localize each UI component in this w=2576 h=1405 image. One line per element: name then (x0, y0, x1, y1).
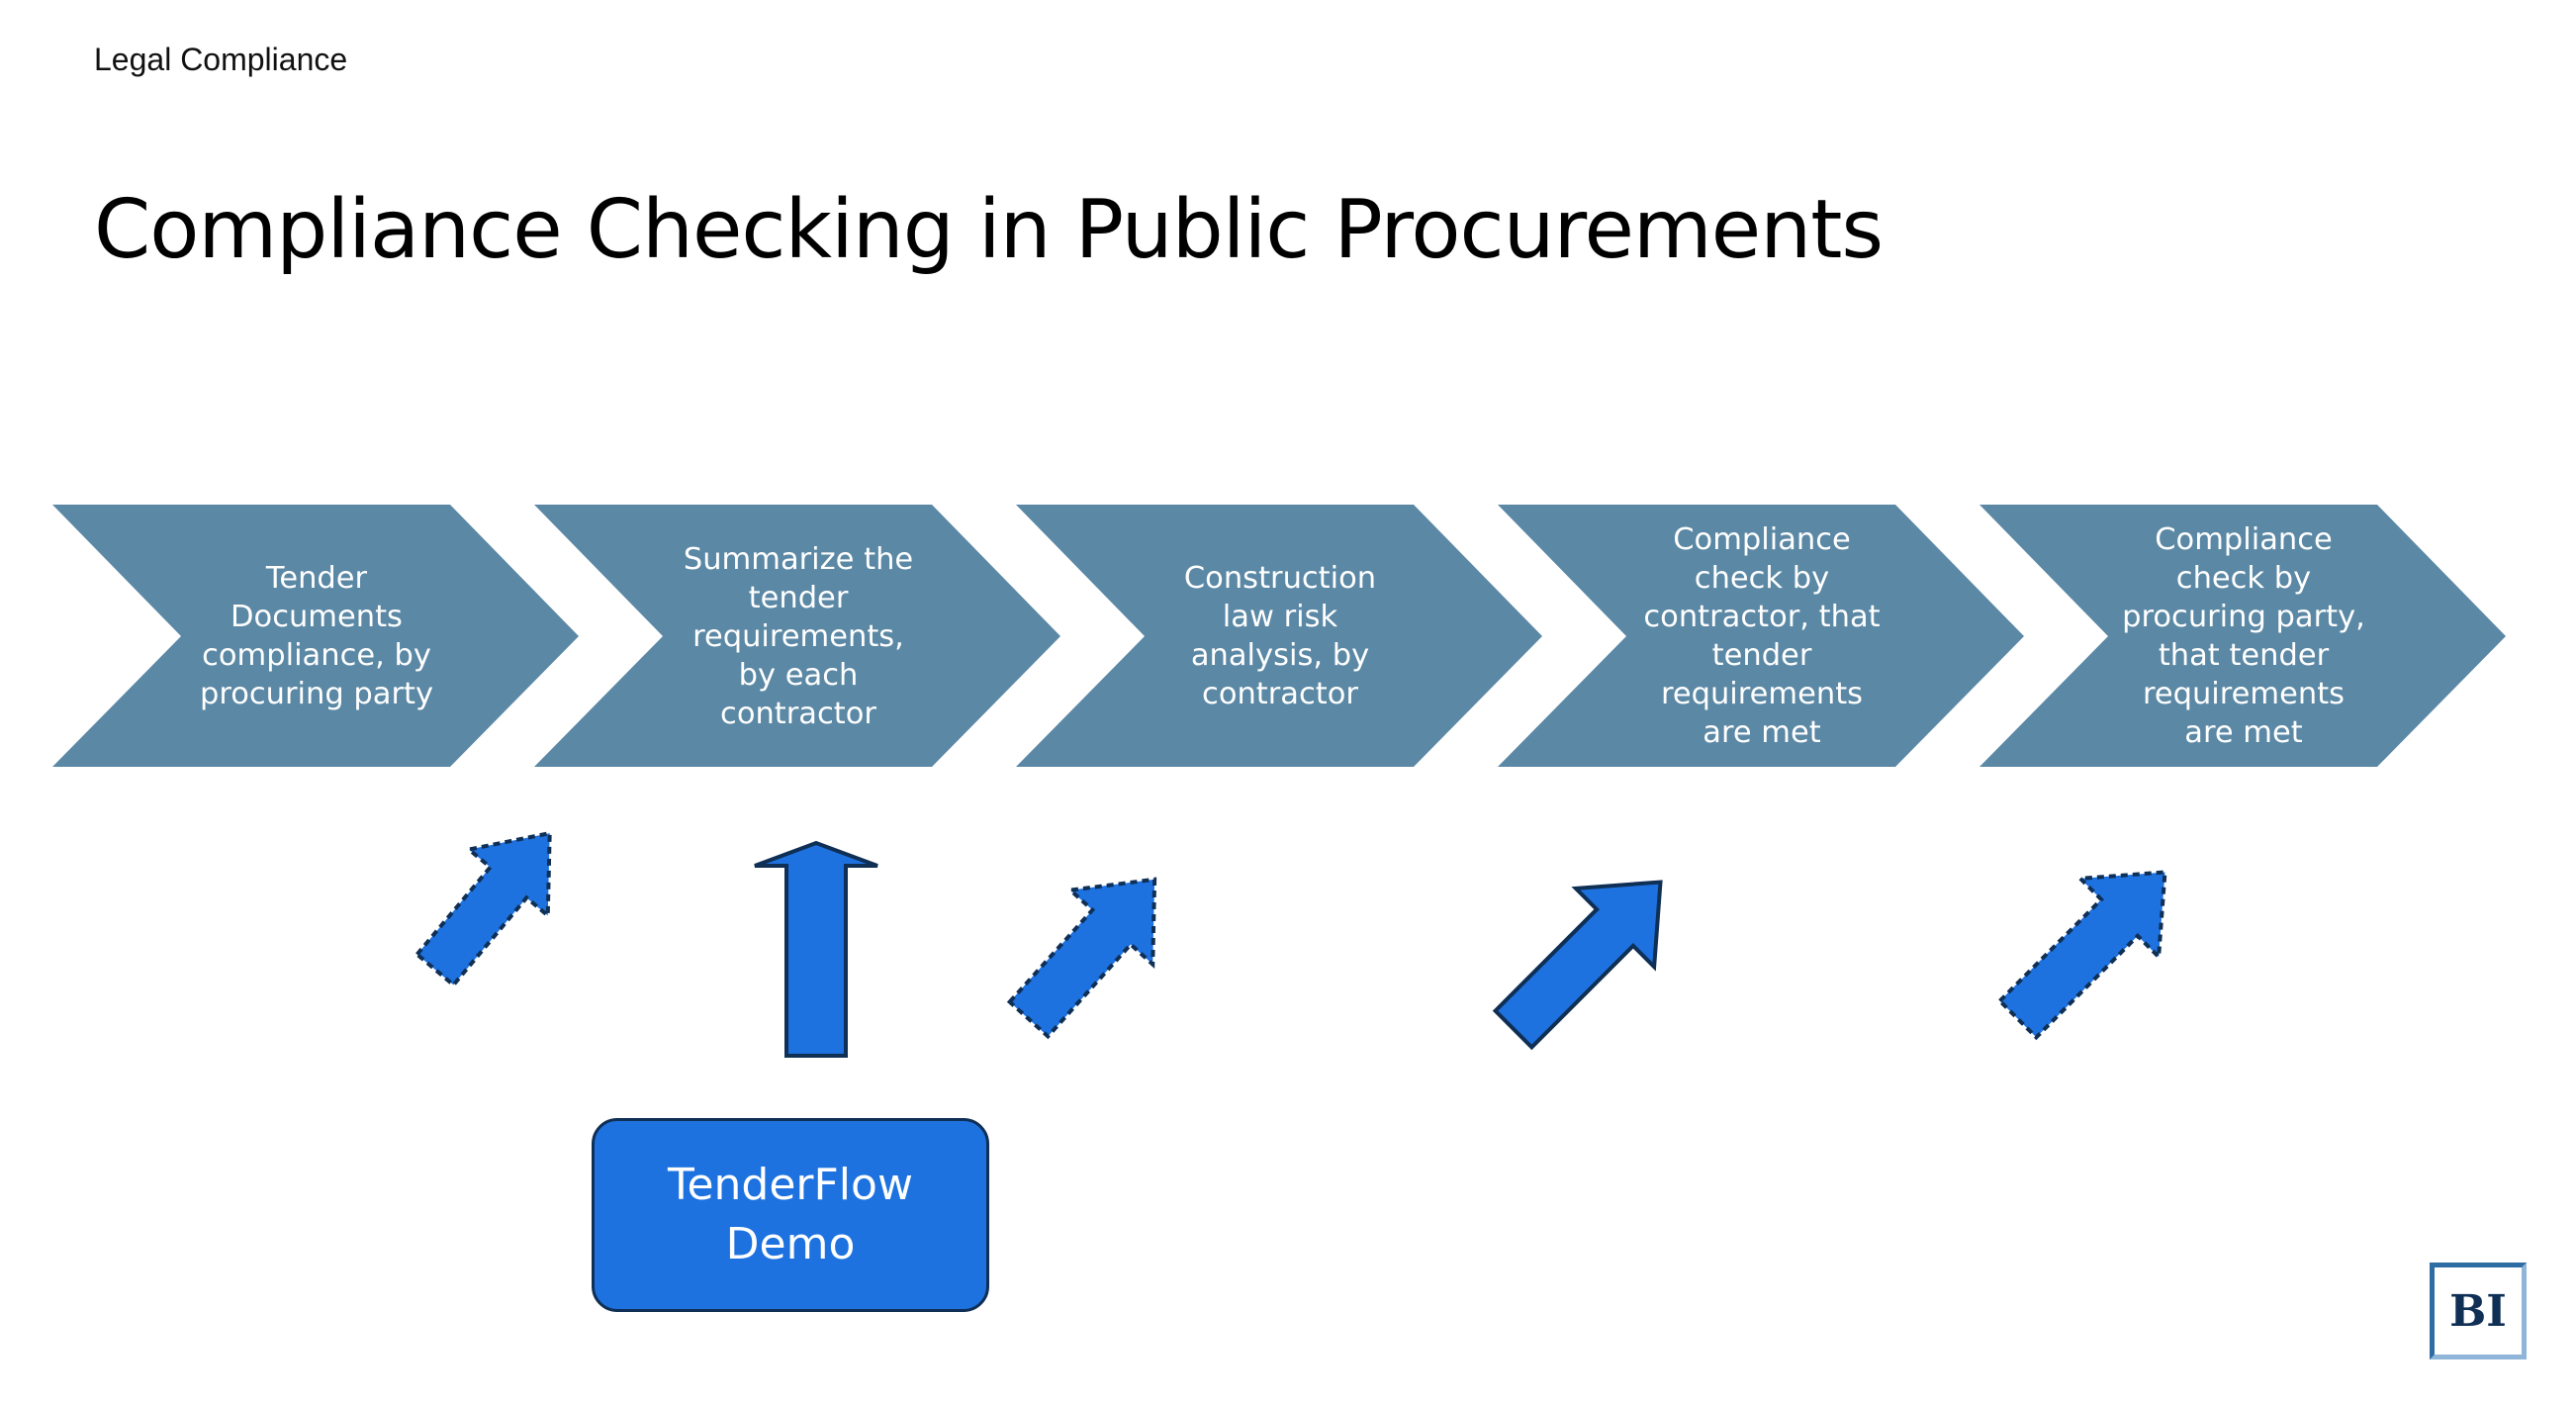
text-line: TenderFlow (668, 1160, 913, 1210)
chevron-step-2 (534, 505, 1060, 767)
pointer-arrow-2 (754, 840, 878, 1058)
text-line: contractor, that (1643, 600, 1881, 634)
text-line: tender (1711, 638, 1812, 673)
chevron-step-5 (1979, 505, 2506, 767)
text-line: requirements, (692, 618, 904, 654)
text-line: Summarize the (683, 541, 914, 577)
text-line: are met (1702, 715, 1821, 750)
text-line: Compliance (2155, 522, 2333, 557)
text-line: check by (2175, 561, 2312, 596)
step-4-text: Compliance check by contractor, that tender… (1613, 503, 1910, 770)
pointer-arrow-4 (1492, 880, 1663, 1051)
text-line: Compliance (1673, 522, 1851, 557)
text-line: that tender (2158, 638, 2330, 673)
text-line: Documents (230, 600, 403, 634)
text-line: law risk (1222, 600, 1338, 634)
text-line: analysis, by (1190, 638, 1370, 673)
pointer-arrow-3 (1006, 877, 1157, 1040)
chevron-step-3 (1016, 505, 1542, 767)
text-line: check by (1694, 561, 1830, 596)
text-line: compliance, by (202, 638, 431, 673)
text-line: contractor (1202, 677, 1358, 711)
text-line: Tender (265, 561, 368, 596)
slide-title: Compliance Checking in Public Procuremen… (94, 183, 1884, 277)
text-line: contractor (720, 696, 876, 731)
text-line: are met (2184, 715, 2303, 750)
text-line: Demo (725, 1219, 856, 1269)
section-label: Legal Compliance (94, 42, 348, 77)
text-line: requirements (2142, 677, 2346, 711)
chevron-step-1 (52, 505, 579, 767)
text-line: Construction (1183, 561, 1377, 596)
step-5-text: Compliance check by procuring party, that t… (2095, 503, 2392, 770)
text-line: tender (748, 580, 849, 615)
pointer-arrow-5 (1996, 870, 2167, 1041)
chevron-step-4 (1498, 505, 2024, 767)
text-line: requirements (1660, 677, 1864, 711)
pointer-arrow-1 (414, 830, 552, 988)
step-3-text: Construction law risk analysis, by contract… (1132, 503, 1428, 770)
text-line: procuring party, (2122, 600, 2365, 634)
text-line: procuring party (200, 677, 433, 711)
text-line: by each (738, 657, 859, 693)
bi-logo: BI (2430, 1263, 2527, 1359)
